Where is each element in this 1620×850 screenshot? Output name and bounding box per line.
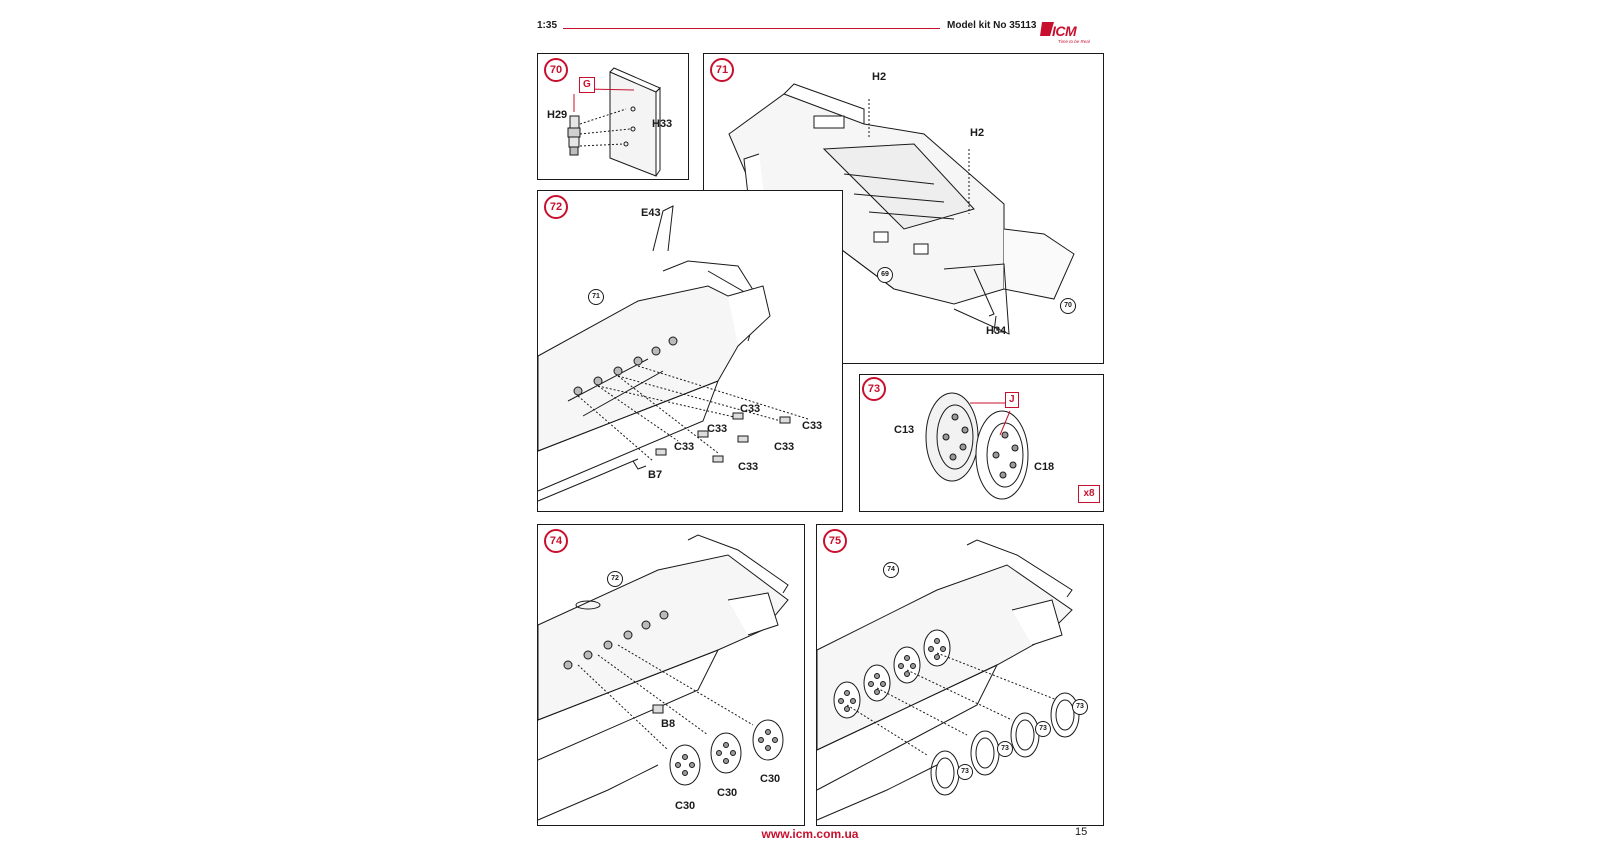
- step-number: 72: [544, 195, 568, 219]
- part-label: C30: [717, 787, 738, 799]
- step-number: 75: [823, 529, 847, 553]
- ref-step-74: 74: [883, 562, 899, 578]
- logo-tagline: Time to be Real: [1058, 39, 1090, 44]
- page-number: 15: [1075, 826, 1088, 838]
- part-label: E43: [641, 207, 661, 219]
- step-number: 70: [544, 58, 568, 82]
- part-label: C18: [1034, 461, 1055, 473]
- step-74-drawing: [538, 525, 806, 827]
- part-label: C33: [738, 461, 759, 473]
- step-number: 73: [862, 377, 886, 401]
- ref-step-73: 73: [1072, 699, 1088, 715]
- step-74-panel: 74 72 B8 C30 C30 C30: [537, 524, 805, 826]
- step-number: 71: [710, 58, 734, 82]
- step-70-panel: 70 G H29 H33: [537, 53, 689, 180]
- ref-step-73: 73: [957, 764, 973, 780]
- part-label: H33: [652, 118, 673, 130]
- part-label: C30: [760, 773, 781, 785]
- part-label: C30: [675, 800, 696, 812]
- step-73-drawing: [860, 375, 1105, 513]
- part-label: H2: [970, 127, 985, 139]
- part-label: C33: [740, 403, 761, 415]
- part-label: C33: [707, 423, 728, 435]
- part-label: H29: [547, 109, 568, 121]
- step-75-drawing: [817, 525, 1105, 827]
- kit-number: Model kit No 35113: [947, 20, 1037, 31]
- part-label: B8: [661, 718, 676, 730]
- part-label: C13: [894, 424, 915, 436]
- ref-step-69: 69: [877, 267, 893, 283]
- logo-brand: ICM: [1052, 23, 1077, 39]
- step-75-panel: 75: [816, 524, 1104, 826]
- step-70-drawing: [538, 54, 690, 181]
- part-label: C33: [802, 420, 823, 432]
- icm-logo: ICM Time to be Real: [1040, 20, 1102, 48]
- part-label: H2: [872, 71, 887, 83]
- ref-step-72: 72: [607, 571, 623, 587]
- website-link[interactable]: www.icm.com.ua: [761, 827, 859, 841]
- glue-mark-j: J: [1005, 392, 1019, 408]
- scale-label: 1:35: [537, 20, 558, 31]
- ref-step-71: 71: [588, 289, 604, 305]
- glue-mark-g: G: [579, 77, 595, 93]
- quantity-badge: x8: [1078, 485, 1100, 503]
- part-label: H34: [986, 325, 1007, 337]
- step-number: 74: [544, 529, 568, 553]
- part-label: C33: [674, 441, 695, 453]
- ref-step-70: 70: [1060, 298, 1076, 314]
- step-73-panel: 73 J C13 C18 x8: [859, 374, 1104, 512]
- step-72-drawing: [538, 191, 844, 513]
- ref-step-73: 73: [1035, 721, 1051, 737]
- header-rule: [563, 28, 940, 29]
- step-71-drawing: [704, 54, 1105, 365]
- part-label: B7: [648, 469, 663, 481]
- step-72-panel: 72 E43 71 C33 C33 C33 C33 C33 C33 B7: [537, 190, 843, 512]
- ref-step-73: 73: [997, 741, 1013, 757]
- part-label: C33: [774, 441, 795, 453]
